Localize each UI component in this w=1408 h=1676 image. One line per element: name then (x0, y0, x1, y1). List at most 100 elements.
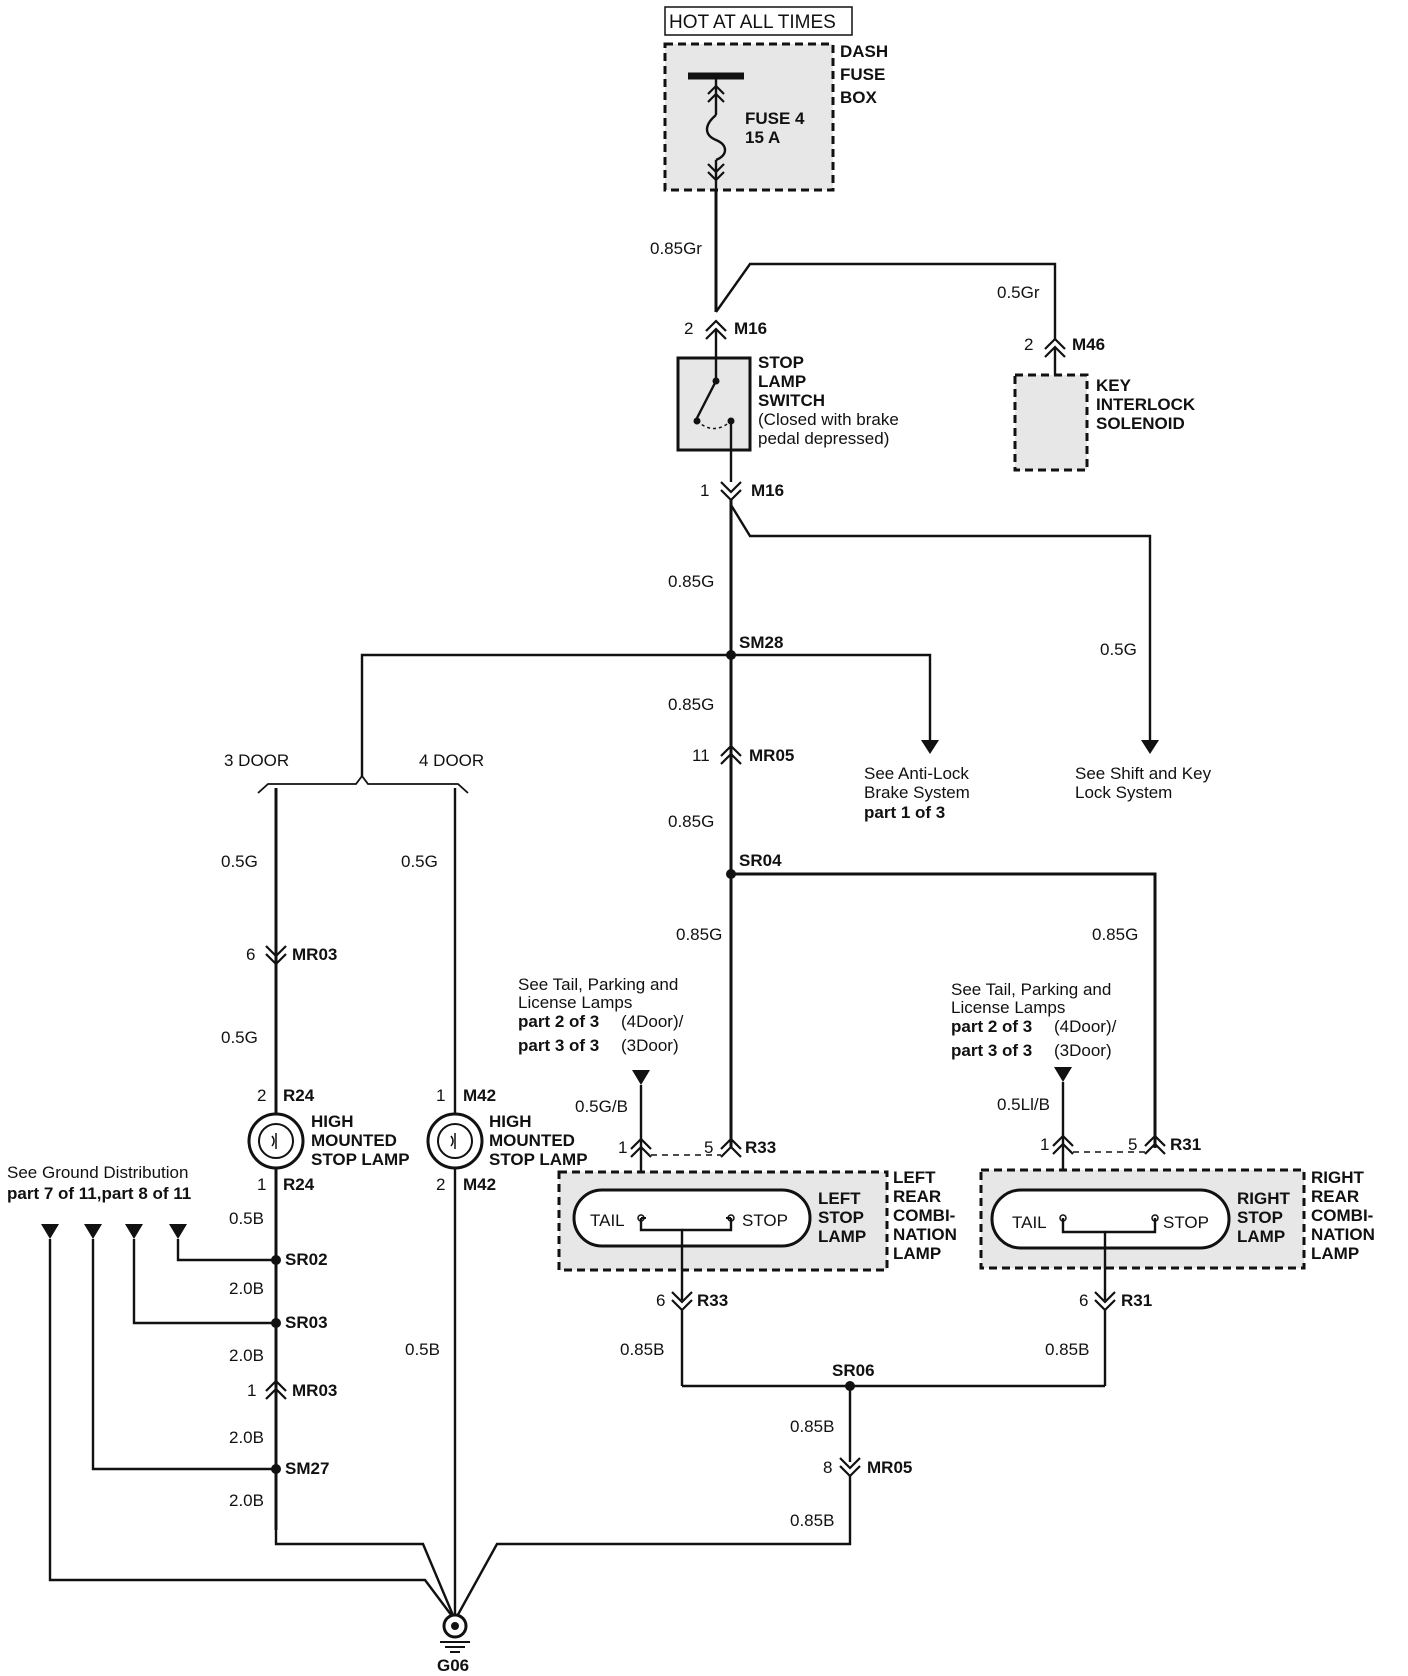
connector-r33-pins-1-5 (630, 1137, 742, 1158)
dash-fuse-box-label-2: FUSE (840, 65, 885, 84)
connector-m42-bot-pin: 2 (436, 1175, 445, 1194)
wire-label-085g-c: 0.85G (668, 812, 714, 831)
ground-lead-sr02 (176, 1239, 276, 1262)
right-stop-lamp-label-3: LAMP (1237, 1227, 1285, 1246)
wire-label-085g-b: 0.85G (668, 695, 714, 714)
hmsl-4door-label-2: MOUNTED (489, 1131, 575, 1150)
connector-mr05-top-id: MR05 (749, 746, 794, 765)
splice-sr03 (271, 1318, 281, 1328)
splice-sr02-label: SR02 (285, 1250, 328, 1269)
connector-r24-bot-id: R24 (283, 1175, 315, 1194)
wire-label-085g-d: 0.85G (676, 925, 722, 944)
dash-fuse-box-label-3: BOX (840, 88, 878, 107)
left-stop-lamp-label-3: LAMP (818, 1227, 866, 1246)
option-3-door: 3 DOOR (224, 751, 289, 770)
connector-r33-6-id: R33 (697, 1291, 728, 1310)
connector-m16-bot-id: M16 (751, 481, 784, 500)
connector-r31-6-pin: 6 (1079, 1291, 1088, 1310)
wire-to-right-stop (731, 872, 1157, 1148)
wire-to-abs (731, 653, 932, 740)
ref-tail-right-3b: (4Door)/ (1054, 1017, 1117, 1036)
splice-sr04-label: SR04 (739, 851, 782, 870)
connector-m16-pin1 (720, 481, 742, 502)
connector-mr03-bot-id: MR03 (292, 1381, 337, 1400)
wire-label-085gr: 0.85Gr (650, 239, 702, 258)
splice-sm27-label: SM27 (285, 1459, 329, 1478)
wire-label-05g-b: 0.5G (401, 852, 438, 871)
wire-0-5gr-to-key-interlock (715, 262, 1057, 340)
wire-label-05gb: 0.5G/B (575, 1097, 628, 1116)
ref-tail-left-4a: part 3 of 3 (518, 1036, 599, 1055)
left-stop-lamp-label-1: LEFT (818, 1189, 861, 1208)
stop-lamp-switch-label-3: SWITCH (758, 391, 825, 410)
ref-tail-left-3b: (4Door)/ (621, 1012, 684, 1031)
connector-r31-6-id: R31 (1121, 1291, 1152, 1310)
wire-label-20b-a: 2.0B (229, 1279, 264, 1298)
wire-label-05g-shift: 0.5G (1100, 640, 1137, 659)
connector-mr05-bot-pin: 8 (823, 1458, 832, 1477)
connector-mr03-top-pin: 6 (246, 945, 255, 964)
ref-tail-right-4a: part 3 of 3 (951, 1041, 1032, 1060)
ref-tail-right-4b: (3Door) (1054, 1041, 1112, 1060)
wire-label-05g-c: 0.5G (221, 1028, 258, 1047)
wire-label-085b-d: 0.85B (790, 1511, 834, 1530)
high-mounted-stop-lamp-3door (247, 1112, 305, 1170)
stop-lamp-switch-label-4: (Closed with brake (758, 410, 899, 429)
connector-m42-top-pin: 1 (436, 1086, 445, 1105)
connector-r31-1-pin: 1 (1040, 1135, 1049, 1154)
left-rear-combination-lamp (557, 1170, 889, 1300)
fuse-4-rating: 15 A (745, 128, 780, 147)
connector-m16-bot-pin: 1 (700, 481, 709, 500)
splice-sm27 (271, 1464, 281, 1474)
wire-label-05b-a: 0.5B (229, 1209, 264, 1228)
left-stop-lamp-label-2: STOP (818, 1208, 864, 1227)
hmsl-4door-label-3: STOP LAMP (489, 1150, 588, 1169)
hmsl-3door-label-2: MOUNTED (311, 1131, 397, 1150)
connector-mr05-top-pin: 11 (692, 746, 710, 765)
left-rear-label-3: COMBI- (893, 1206, 955, 1225)
ref-abs-3: part 1 of 3 (864, 803, 945, 822)
left-lamp-tail: TAIL (590, 1211, 625, 1230)
wire-label-05gr: 0.5Gr (997, 283, 1040, 302)
ref-abs-1: See Anti-Lock (864, 764, 969, 783)
ref-tail-right-3a: part 2 of 3 (951, 1017, 1032, 1036)
splice-sr03-label: SR03 (285, 1313, 328, 1332)
key-interlock-label-3: SOLENOID (1096, 414, 1185, 433)
left-lamp-stop: STOP (742, 1211, 788, 1230)
left-rear-label-5: LAMP (893, 1244, 941, 1263)
key-interlock-label-2: INTERLOCK (1096, 395, 1196, 414)
hmsl-4door-label-1: HIGH (489, 1112, 532, 1131)
right-rear-label-1: RIGHT (1311, 1168, 1365, 1187)
connector-r33-5-id: R33 (745, 1138, 776, 1157)
connector-m42-bot-id: M42 (463, 1175, 496, 1194)
right-stop-lamp-label-1: RIGHT (1237, 1189, 1291, 1208)
ref-shift-2: Lock System (1075, 783, 1172, 802)
wire-label-05g-a: 0.5G (221, 852, 258, 871)
ref-ground-dist-2: part 7 of 11,part 8 of 11 (7, 1184, 191, 1203)
connector-m46-pin: 2 (1024, 335, 1033, 354)
ref-shift-1: See Shift and Key (1075, 764, 1212, 783)
left-rear-label-2: REAR (893, 1187, 941, 1206)
connector-r24-top-id: R24 (283, 1086, 315, 1105)
left-rear-label-1: LEFT (893, 1168, 936, 1187)
ref-tail-right-1: See Tail, Parking and (951, 980, 1111, 999)
connector-mr05-bot-id: MR05 (867, 1458, 912, 1477)
ref-tail-left-2: License Lamps (518, 993, 632, 1012)
right-rear-label-4: NATION (1311, 1225, 1375, 1244)
wire-label-085b-c: 0.85B (790, 1417, 834, 1436)
ref-tail-left-1: See Tail, Parking and (518, 975, 678, 994)
ground-g06-symbol (440, 1613, 470, 1653)
left-rear-label-4: NATION (893, 1225, 957, 1244)
key-interlock-solenoid (1013, 373, 1089, 472)
ground-g06-label: G06 (437, 1656, 469, 1675)
option-4-door: 4 DOOR (419, 751, 484, 770)
ref-tail-left-3a: part 2 of 3 (518, 1012, 599, 1031)
hot-at-all-times-box (664, 6, 853, 36)
connector-r33-6-pin: 6 (656, 1291, 665, 1310)
connector-r24-bot-pin: 1 (257, 1175, 266, 1194)
connector-mr03-bot-pin: 1 (247, 1381, 256, 1400)
ref-ground-dist-1: See Ground Distribution (7, 1163, 188, 1182)
connector-r31-pins-1-5 (1052, 1134, 1166, 1155)
wire-0-5g-to-shift-lock (729, 504, 1152, 740)
